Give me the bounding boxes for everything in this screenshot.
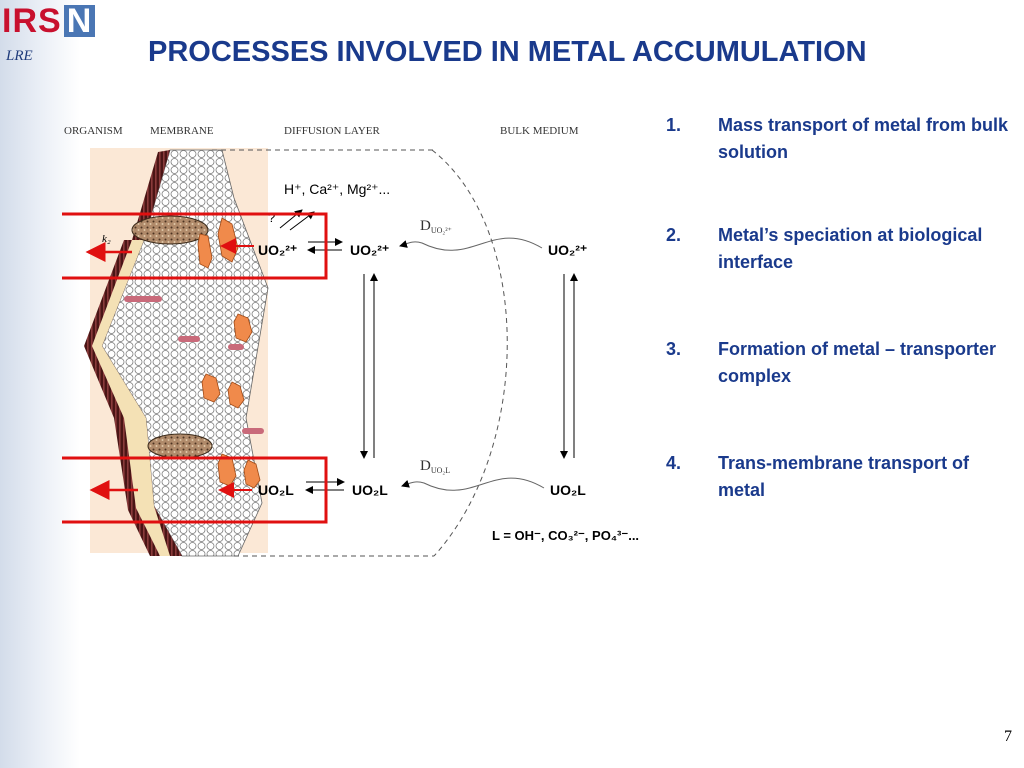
transporter-protein-bottom <box>147 433 213 459</box>
sidebar-gradient <box>0 0 80 768</box>
process-text: Formation of metal – transporter complex <box>718 339 997 386</box>
diffusion-coef-bottom: DUO₂L <box>420 458 450 475</box>
diffusion-wave-bottom <box>401 477 545 491</box>
logo-text-blue: N <box>63 4 96 38</box>
membrane-channels <box>124 296 264 434</box>
ligand-note: L = OH⁻, CO₃²⁻, PO₄³⁻... <box>492 528 639 543</box>
process-number: 3. <box>666 339 682 359</box>
lre-label: LRE <box>6 48 33 64</box>
question-mark-label: ? <box>268 210 275 225</box>
logo-text-red: IRS <box>2 2 62 40</box>
species-membrane-bottom: UO₂L <box>258 482 294 498</box>
metal-accumulation-diagram: ORGANISM MEMBRANE DIFFUSION LAYER BULK M… <box>62 125 639 557</box>
species-diffusion-top: UO₂²⁺ <box>350 242 389 258</box>
column-label-membrane: MEMBRANE <box>150 125 214 137</box>
diffusion-layer-boundary <box>431 149 508 557</box>
process-number: 1. <box>666 115 682 135</box>
process-number: 4. <box>666 453 682 473</box>
highlight-box-bottom <box>62 456 328 524</box>
species-membrane-top: UO₂²⁺ <box>258 242 297 258</box>
species-diffusion-bottom: UO₂L <box>352 482 388 498</box>
competing-ions-label: H⁺, Ca²⁺, Mg²⁺... <box>284 181 390 197</box>
diffusion-coef-top: DUO₂²⁺ <box>420 218 452 235</box>
column-label-diffusion-layer: DIFFUSION LAYER <box>284 125 381 137</box>
page-number: 7 <box>1004 728 1012 745</box>
slide-title: PROCESSES INVOLVED IN METAL ACCUMULATION <box>148 36 867 68</box>
highlight-box-top <box>62 212 328 280</box>
column-label-bulk-medium: BULK MEDIUM <box>500 125 579 137</box>
column-label-organism: ORGANISM <box>64 125 123 137</box>
transporter-protein-top <box>131 215 209 245</box>
process-text: Mass transport of metal from bulk soluti… <box>718 115 1009 162</box>
process-text: Trans-membrane transport of metal <box>718 453 970 500</box>
diffusion-wave-top <box>399 237 543 251</box>
species-bulk-bottom: UO₂L <box>550 482 586 498</box>
process-number: 2. <box>666 225 682 245</box>
rate-constant-label: k₂ <box>102 233 111 245</box>
process-text: Metal’s speciation at biological interfa… <box>718 225 983 272</box>
species-bulk-top: UO₂²⁺ <box>548 242 587 258</box>
